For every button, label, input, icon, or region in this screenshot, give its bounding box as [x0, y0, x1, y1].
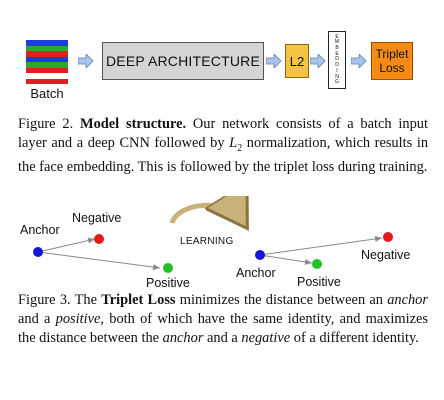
caption-italic: positive — [55, 311, 101, 327]
batch-stripe — [26, 73, 68, 79]
figure3-caption: Figure 3. The Triplet Loss minimizes the… — [18, 291, 428, 348]
deep-architecture-block: DEEP ARCHITECTURE — [102, 42, 264, 80]
anchor-to-positive-line — [37, 251, 161, 271]
batch-label: Batch — [30, 86, 64, 101]
caption-bold-title: Triplet Loss — [101, 292, 176, 308]
loss-label-line2: Loss — [379, 61, 405, 75]
caption-text: minimizes the distance between an — [175, 292, 388, 308]
arrow-icon — [266, 54, 282, 68]
arrow-icon — [78, 54, 94, 68]
batch-stripe — [26, 62, 68, 68]
loss-label-line1: Triplet — [375, 47, 409, 61]
batch-image-stack — [26, 40, 68, 84]
caption-prefix: Figure 3. The — [18, 292, 102, 308]
caption-text: Our network consists of a batch input la… — [18, 116, 428, 151]
caption-prefix: Figure 2. — [18, 116, 80, 132]
learning-label: LEARNING — [180, 236, 234, 247]
batch-stripe — [26, 40, 68, 46]
negative-label: Negative — [361, 248, 411, 262]
batch-stripe — [26, 67, 68, 73]
caption-italic: anchor — [387, 292, 428, 308]
caption-math: L — [229, 135, 238, 151]
negative-label: Negative — [72, 211, 122, 225]
anchor-label: Anchor — [20, 223, 60, 237]
embedding-letter: E — [335, 50, 339, 57]
embedding-letter: I — [336, 67, 338, 74]
batch-stripe — [26, 78, 68, 84]
embedding-letter: N — [335, 73, 339, 80]
anchor-to-positive-line — [259, 254, 313, 265]
caption-text: and a — [203, 330, 242, 346]
negative-point — [94, 234, 104, 244]
positive-point — [163, 263, 173, 273]
embedding-letter: D — [335, 62, 339, 69]
negative-point — [383, 232, 393, 242]
caption-text: , both of which have the same identity, … — [18, 311, 428, 346]
triplet-loss-block: Triplet Loss — [371, 42, 413, 80]
arrow-icon — [351, 54, 367, 68]
anchor-to-negative-line — [259, 235, 383, 256]
anchor-point — [33, 247, 43, 257]
embedding-letter: M — [334, 39, 340, 46]
caption-text: and a — [18, 311, 56, 327]
positive-point — [312, 259, 322, 269]
embedding-letter: E — [335, 33, 339, 40]
caption-text: of a different identity. — [290, 330, 419, 346]
caption-italic: anchor — [162, 330, 204, 346]
batch-stripe — [26, 45, 68, 51]
caption-bold-title: Model structure. — [80, 116, 187, 132]
embedding-letter: B — [335, 45, 339, 52]
caption-math-subscript: 2 — [237, 142, 243, 154]
embedding-letter: D — [335, 56, 339, 63]
positive-label: Positive — [146, 276, 190, 290]
positive-label: Positive — [297, 275, 341, 289]
caption-text: normalization, which results in the face… — [18, 135, 429, 175]
figure2-caption: Figure 2. Model structure. Our network c… — [18, 115, 428, 177]
embedding-letter: G — [335, 79, 339, 86]
caption-italic: negative — [241, 330, 291, 346]
anchor-to-negative-line — [37, 237, 96, 253]
arrow-icon — [310, 54, 326, 68]
triplet-loss-drawing — [33, 196, 393, 273]
anchor-point — [255, 250, 265, 260]
learning-curve-arrow — [169, 205, 242, 223]
batch-stripe — [26, 56, 68, 62]
l2-normalization-block: L2 — [285, 44, 309, 78]
batch-stripe — [26, 51, 68, 57]
anchor-label: Anchor — [236, 266, 276, 280]
triplet-loss-diagram: Anchor Negative Positive LEARNING Anchor… — [0, 196, 444, 290]
embedding-block: E M B E D D I N G — [328, 31, 346, 89]
